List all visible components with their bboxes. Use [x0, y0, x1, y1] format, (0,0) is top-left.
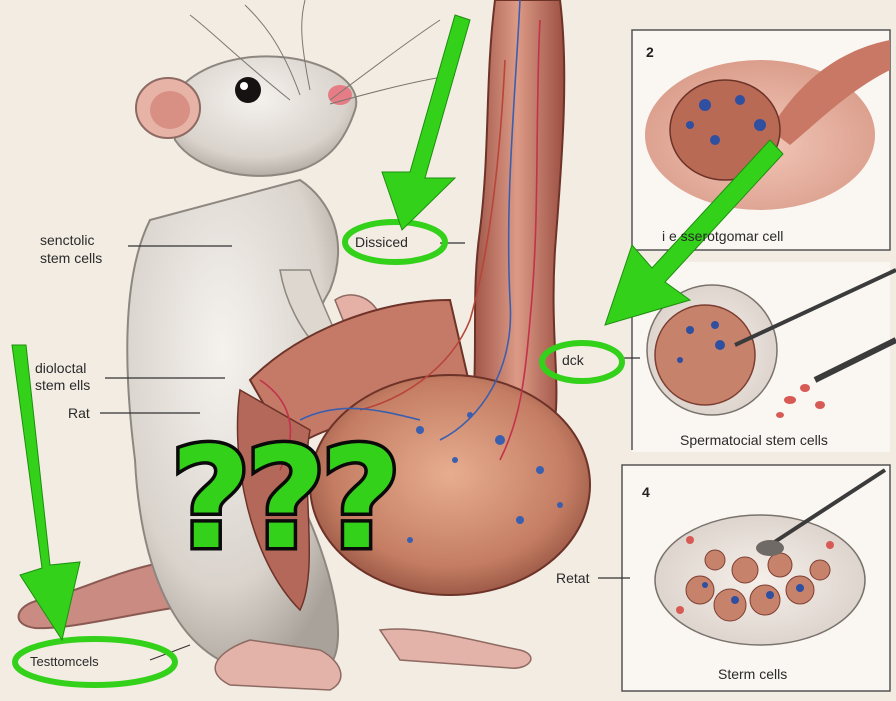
- rat-eye: [235, 77, 261, 103]
- label-dioctal-line2: stem ells: [35, 377, 90, 393]
- panel-3-caption: Spermatocial stem cells: [680, 432, 828, 448]
- panel-2: [632, 30, 890, 250]
- panel-4-caption: Sterm cells: [718, 666, 787, 682]
- question-marks-overlay: ???: [170, 420, 396, 580]
- label-dck: dck: [562, 352, 584, 368]
- label-sertoli-line2: stem cells: [40, 250, 102, 266]
- panel-2-caption: i e sserotgomar cell: [662, 228, 783, 244]
- rat-nose: [328, 85, 352, 105]
- label-rat: Rat: [68, 405, 90, 421]
- label-testomcels: Testtomcels: [30, 654, 99, 670]
- label-retat: Retat: [556, 570, 589, 586]
- panel-4: [622, 465, 890, 691]
- label-dissiced: Dissiced: [355, 234, 408, 250]
- label-dioctal: dioloctal: [35, 360, 86, 376]
- panel-4-number: 4: [642, 484, 650, 500]
- label-sertoli: senctolic: [40, 232, 94, 248]
- panel-2-number: 2: [646, 44, 654, 60]
